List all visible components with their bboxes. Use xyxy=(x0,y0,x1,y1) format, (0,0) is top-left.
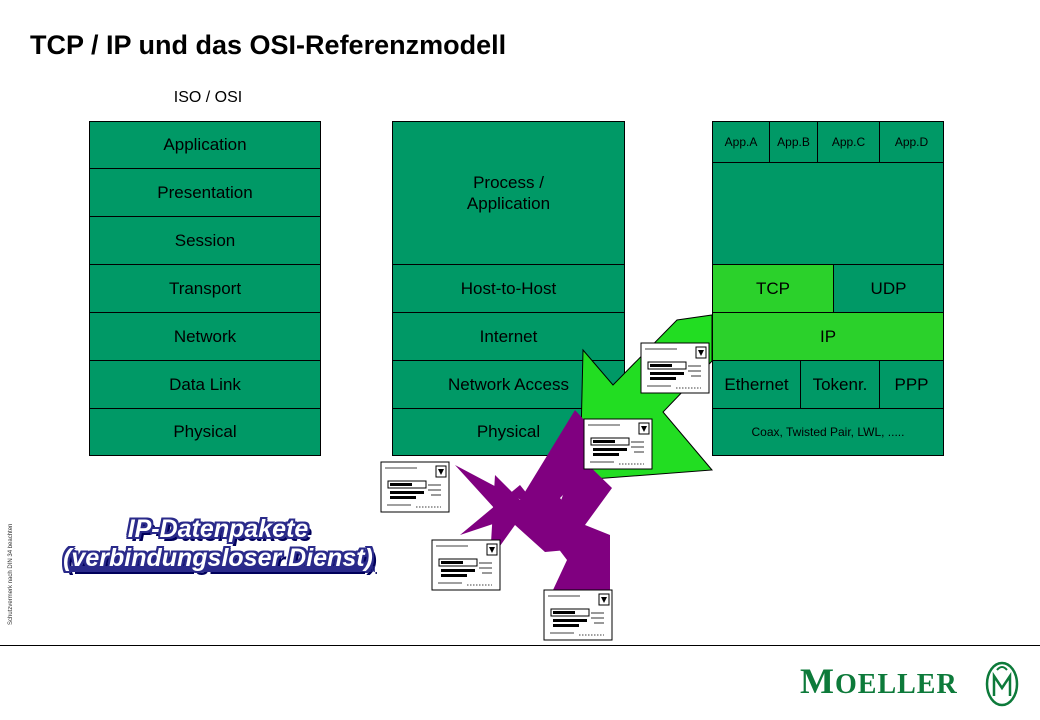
osi-layer-presentation: Presentation xyxy=(89,168,321,217)
moeller-emblem-icon xyxy=(985,661,1019,707)
ethernet-protocol: Ethernet xyxy=(712,360,801,409)
application-area xyxy=(712,162,944,265)
footer-divider xyxy=(0,645,1040,646)
tcp-protocol: TCP xyxy=(712,264,834,313)
ip-protocol: IP xyxy=(712,312,944,361)
app-a: App.A xyxy=(712,121,770,163)
osi-layer-application: Application xyxy=(89,121,321,169)
packet-caption: IP-Datenpakete (verbindungsloser Dienst) xyxy=(28,515,408,573)
osi-layer-session: Session xyxy=(89,216,321,265)
packet-envelope-2 xyxy=(583,418,653,470)
physical-media: Coax, Twisted Pair, LWL, ..... xyxy=(712,408,944,456)
page-title: TCP / IP und das OSI-Referenzmodell xyxy=(30,30,507,60)
packet-envelope-1 xyxy=(640,342,710,394)
packet-caption-line1: IP-Datenpakete xyxy=(127,515,309,543)
packet-caption-line2: (verbindungsloser Dienst) xyxy=(63,543,373,572)
tcpip-layer-process: Process / Application xyxy=(392,121,625,265)
packet-envelope-4 xyxy=(431,539,501,591)
iso-osi-label: ISO / OSI xyxy=(173,89,243,106)
app-c: App.C xyxy=(817,121,880,163)
packet-envelope-3 xyxy=(380,461,450,513)
osi-layer-physical: Physical xyxy=(89,408,321,456)
osi-layer-data-link: Data Link xyxy=(89,360,321,409)
osi-layer-network: Network xyxy=(89,312,321,361)
moeller-logo: MOELLER xyxy=(800,661,958,701)
purple-arrows xyxy=(455,410,612,592)
tcpip-layer-internet: Internet xyxy=(392,312,625,361)
ppp-protocol: PPP xyxy=(879,360,944,409)
copyright-note: Schutzvermerk nach DIN 34 beachten xyxy=(8,523,14,625)
app-d: App.D xyxy=(879,121,944,163)
packet-envelope-5 xyxy=(543,589,613,641)
osi-layer-transport: Transport xyxy=(89,264,321,313)
udp-protocol: UDP xyxy=(833,264,944,313)
